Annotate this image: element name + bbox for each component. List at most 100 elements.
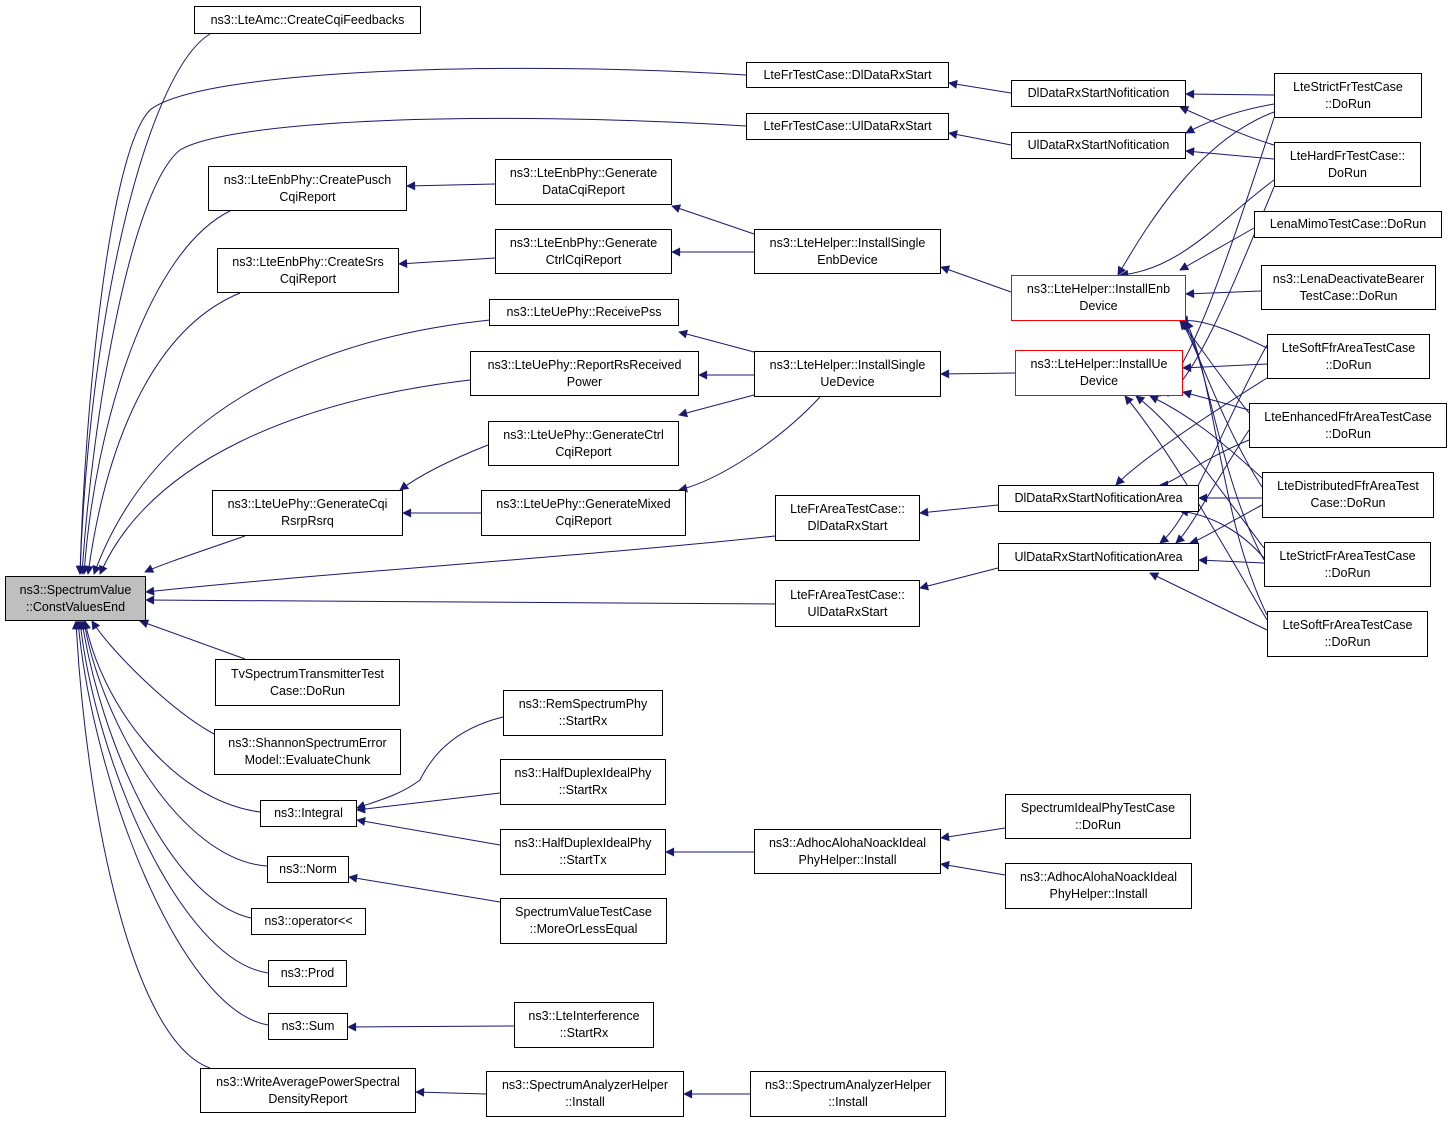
node-spectrumanalyzerhelper-install-2[interactable]: ns3::SpectrumAnalyzerHelper::Install (750, 1071, 946, 1117)
node-lteenhancedffrareatestcase-dorun[interactable]: LteEnhancedFfrAreaTestCase::DoRun (1249, 403, 1447, 448)
node-label-line: ns3::HalfDuplexIdealPhy (514, 766, 652, 780)
node-operator-shift[interactable]: ns3::operator<< (251, 908, 366, 935)
edge-hd-rx-integral (356, 792, 501, 814)
edge-ue-gen-ctrl (399, 444, 489, 491)
edge-soft-ffr-dl-area (1115, 377, 1268, 486)
node-spectrumidealphytestcase-dorun[interactable]: SpectrumIdealPhyTestCase::DoRun (1005, 794, 1191, 839)
node-label-line: ns3::SpectrumAnalyzerHelper (501, 1078, 669, 1092)
node-label-line: RsrpRsrq (281, 514, 334, 528)
node-label-line: ::DoRun (1325, 426, 1371, 441)
edge-single-ue-pss (678, 329, 755, 353)
edge-single-ue-ctrl (678, 394, 755, 418)
edge-ideal-aloha (940, 827, 1006, 842)
node-uldatarxstartnofiticationarea[interactable]: UlDataRxStartNofiticationArea (998, 543, 1199, 571)
node-lteinterference-startrx[interactable]: ns3::LteInterference::StartRx (514, 1002, 654, 1048)
node-label-line: ::DoRun (1325, 96, 1371, 111)
node-label-line: Device (1079, 374, 1119, 388)
edge-fra-ul (145, 595, 776, 605)
edge-ul-notif (948, 130, 1012, 146)
node-prod[interactable]: ns3::Prod (268, 960, 347, 987)
node-ltefrtestcase-dldatarxstart[interactable]: LteFrTestCase::DlDataRxStart (746, 62, 949, 88)
node-uldatarxstartnofitication[interactable]: UlDataRxStartNofitication (1011, 132, 1186, 159)
edge-enb-single (940, 265, 1012, 293)
node-label-line: UeDevice (820, 375, 875, 389)
node-ltehardfrtestcase-dorun[interactable]: LteHardFrTestCase::DoRun (1274, 142, 1421, 187)
edge-dist-ul-area (1189, 504, 1263, 545)
edge-integral (82, 620, 261, 813)
node-label-line: ns3::RemSpectrumPhy (518, 697, 648, 711)
node-norm[interactable]: ns3::Norm (267, 856, 349, 883)
node-lteuephy-receivepss[interactable]: ns3::LteUePhy::ReceivePss (489, 299, 679, 326)
edge-strict-enb (1117, 111, 1275, 276)
node-lteamc-createcqifeedbacks[interactable]: ns3::LteAmc::CreateCqiFeedbacks (194, 6, 421, 34)
node-label-line: ns3::AdhocAlohaNoackIdeal (768, 835, 927, 850)
node-label-line: ns3::LteEnbPhy::CreateSrs (232, 254, 384, 269)
node-lenamimotestcase-dorun[interactable]: LenaMimoTestCase::DoRun (1254, 211, 1442, 238)
node-ltesoftffrareatestcase-dorun[interactable]: LteSoftFfrAreaTestCase::DoRun (1267, 334, 1430, 379)
edge-fra-dl (145, 535, 776, 596)
node-spectrumvaluetestcase-moreorlessequal[interactable]: SpectrumValueTestCase::MoreOrLessEqual (500, 898, 667, 944)
node-label-line: CqiReport (555, 444, 612, 459)
node-ltestrictfrareatestcase-dorun[interactable]: LteStrictFrAreaTestCase::DoRun (1264, 542, 1431, 587)
node-ltefrareatestcase-uldatarxstart[interactable]: LteFrAreaTestCase::UlDataRxStart (775, 580, 920, 627)
edge-strict-dl (1185, 89, 1275, 99)
node-ltefrareatestcase-dldatarxstart[interactable]: LteFrAreaTestCase::DlDataRxStart (775, 495, 920, 541)
node-label-line: ::DoRun (1324, 635, 1371, 649)
node-label-line: ns3::LteHelper::InstallSingle (769, 235, 926, 250)
node-label-line: LteDistributedFfrAreaTest (1277, 479, 1419, 493)
node-integral[interactable]: ns3::Integral (260, 800, 357, 827)
node-label-line: ::StartRx (558, 783, 608, 797)
node-halfduplexidealphy-starttx[interactable]: ns3::HalfDuplexIdealPhy::StartTx (500, 829, 666, 875)
node-label-line: ::DoRun (1075, 817, 1121, 832)
node-label-line: CqiReport (279, 189, 336, 204)
node-label-line: ns3::LteUePhy::GenerateCtrl (503, 427, 664, 442)
node-label-line: ns3::Prod (280, 966, 335, 980)
node-spectrumanalyzerhelper-install[interactable]: ns3::SpectrumAnalyzerHelper::Install (486, 1071, 684, 1117)
node-dldatarxstartnofitication[interactable]: DlDataRxStartNofitication (1011, 80, 1186, 107)
node-label-line: ns3::LteEnbPhy::Generate (509, 235, 658, 250)
node-ltestrictfrtestcase-dorun[interactable]: LteStrictFrTestCase::DoRun (1274, 73, 1422, 118)
node-label-line: Model::EvaluateChunk (244, 753, 371, 767)
edge-ul-notif-area (919, 567, 999, 591)
edge-pusch (80, 210, 231, 575)
edge-enh-ffr-ue (1182, 389, 1250, 411)
node-remspectrumphy-startrx[interactable]: ns3::RemSpectrumPhy::StartRx (503, 690, 663, 736)
node-label-line: DoRun (1328, 165, 1367, 180)
edge-gen-data (406, 181, 496, 191)
node-label-line: ns3::SpectrumValue (19, 582, 132, 597)
node-halfduplexidealphy-startrx[interactable]: ns3::HalfDuplexIdealPhy::StartRx (500, 759, 666, 805)
node-ltesoftfrareatestcase-dorun[interactable]: LteSoftFrAreaTestCase::DoRun (1267, 611, 1428, 657)
edge-shannon (91, 620, 215, 735)
node-label-line: PhyHelper::Install (1049, 887, 1148, 901)
node-label-line: ns3::LteHelper::InstallUe (1030, 357, 1168, 371)
edge-soft-ffr-ue (1182, 363, 1268, 373)
node-label-line: UlDataRxStartNofiticationArea (1014, 549, 1183, 564)
node-sum[interactable]: ns3::Sum (268, 1013, 348, 1040)
node-label-line: Power (566, 374, 603, 389)
node-label-line: ns3::WriteAveragePowerSpectral (216, 1074, 400, 1089)
node-ltefrtestcase-uldatarxstart[interactable]: LteFrTestCase::UlDataRxStart (746, 113, 949, 140)
edge-strict-area-ue (1135, 395, 1265, 549)
edge-dl-notif (948, 79, 1012, 94)
node-spectrumvalue-constvaluesend[interactable]: ns3::SpectrumValue::ConstValuesEnd (5, 576, 146, 621)
node-dldatarxstartnofiticationarea[interactable]: DlDataRxStartNofiticationArea (998, 485, 1199, 512)
